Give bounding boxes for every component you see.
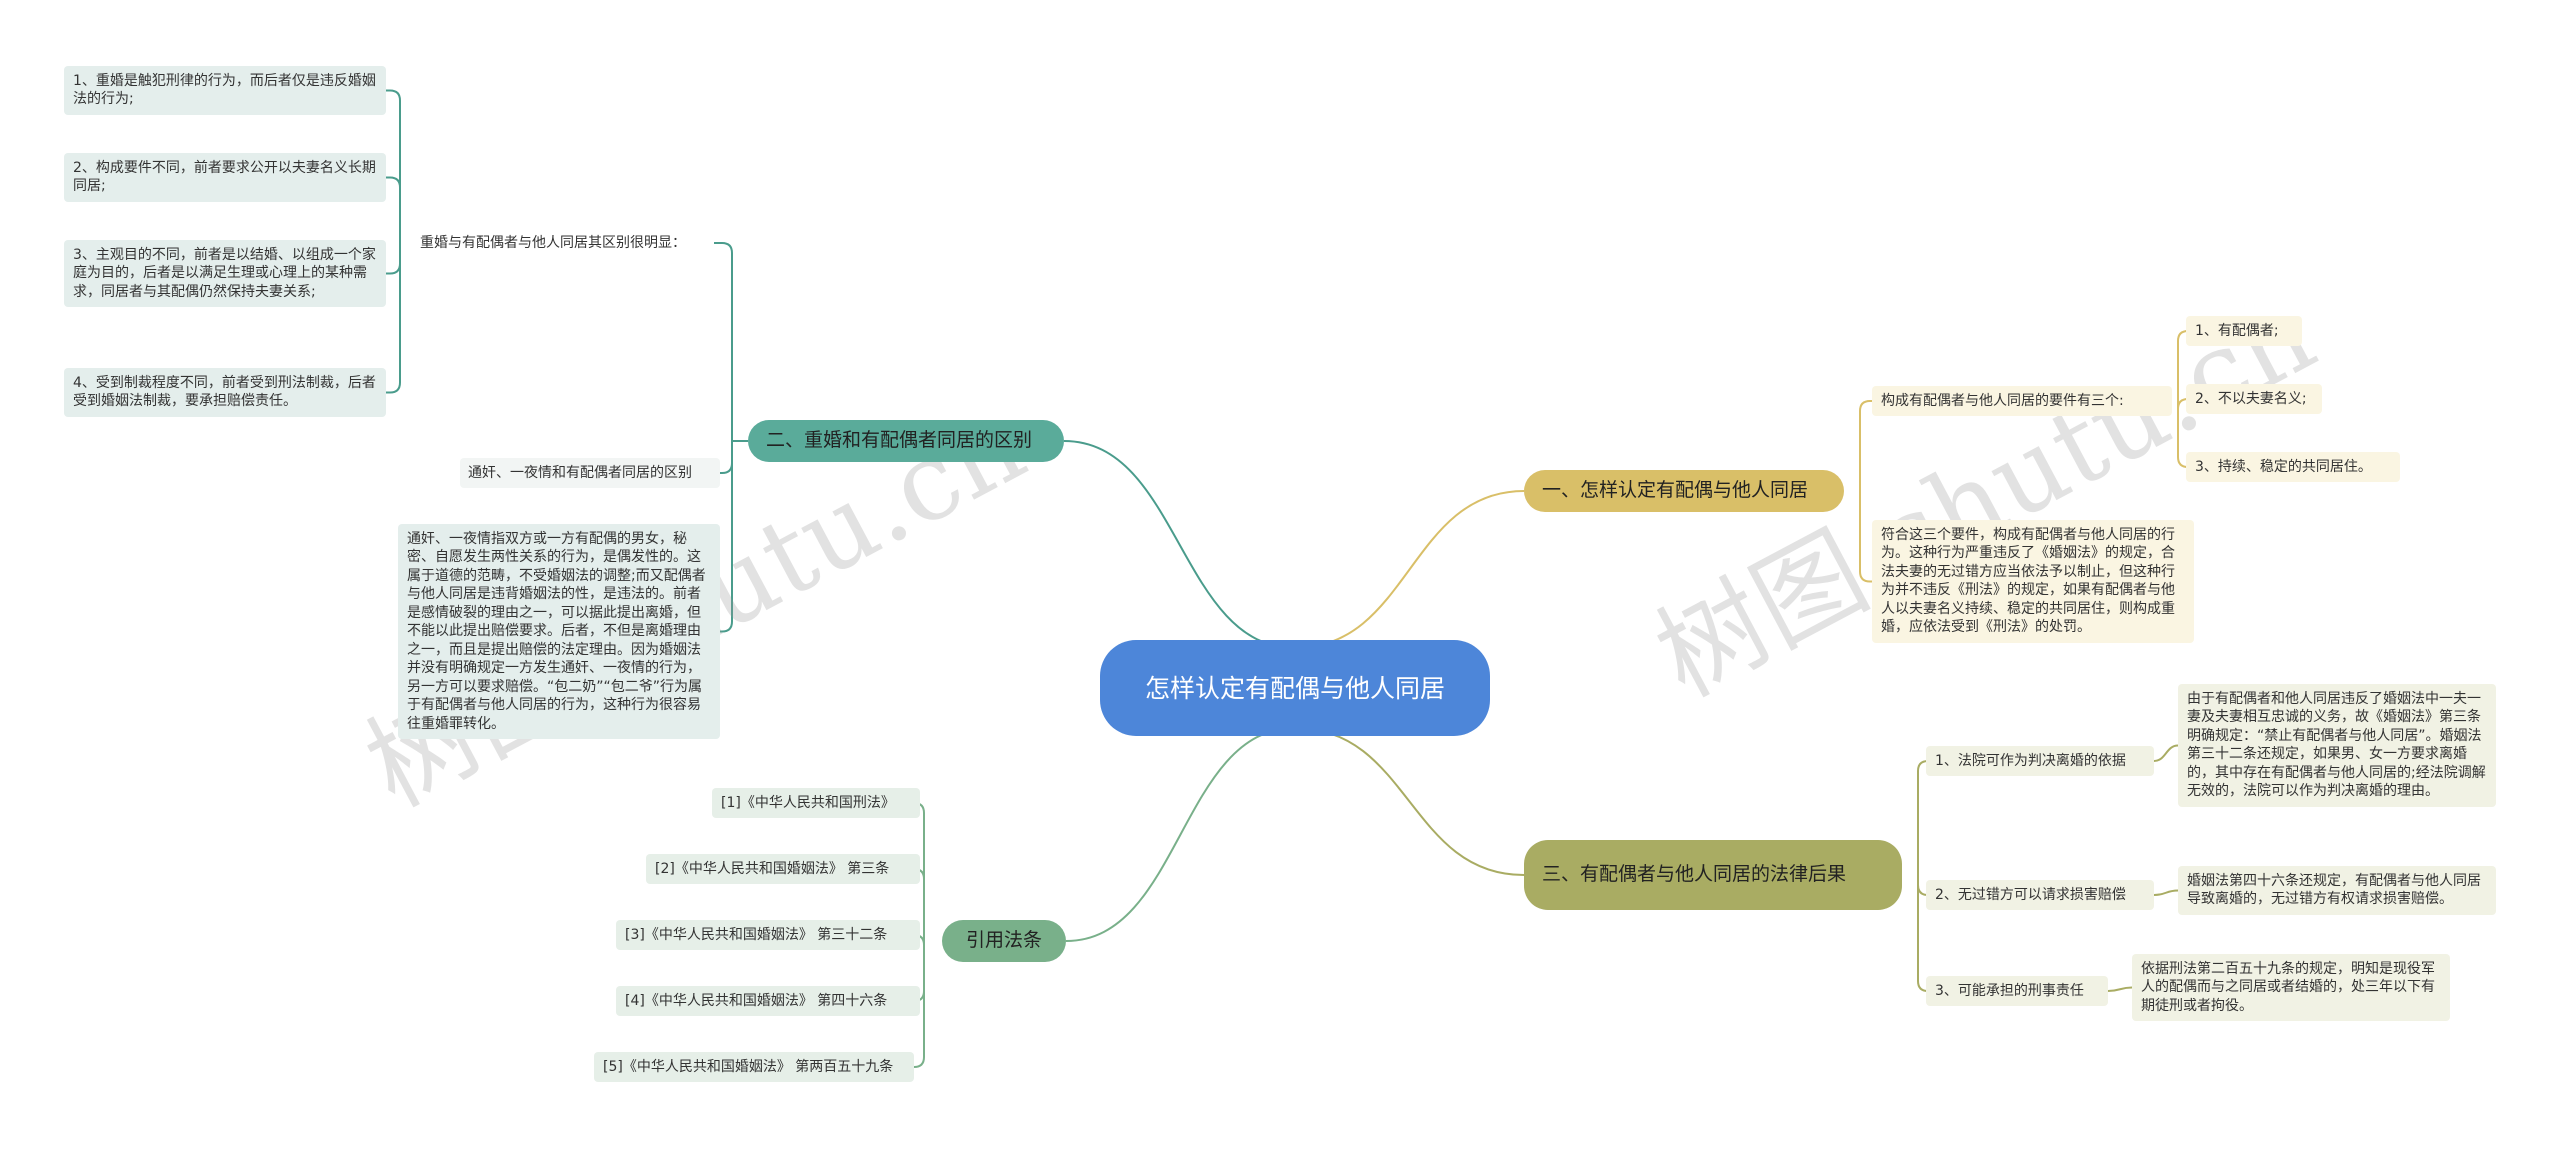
b3-item-2-detail[interactable]: 婚姻法第四十六条还规定，有配偶者与他人同居导致离婚的，无过错方有权请求损害赔偿。 bbox=[2178, 866, 2496, 915]
branch-2-title[interactable]: 二、重婚和有配偶者同居的区别 bbox=[748, 420, 1064, 462]
link-root-b4 bbox=[1065, 727, 1296, 942]
link-b2-items-1 bbox=[386, 176, 401, 243]
b4-item-4[interactable]: [4]《中华人民共和国婚姻法》 第四十六条 bbox=[616, 986, 920, 1017]
branch-1-title[interactable]: 一、怎样认定有配偶与他人同居 bbox=[1524, 470, 1844, 512]
b3-item-1-detail[interactable]: 由于有配偶者和他人同居违反了婚姻法中一夫一妻及夫妻相互忠诚的义务，故《婚姻法》第… bbox=[2178, 684, 2496, 807]
b2-item-3[interactable]: 3、主观目的不同，前者是以结婚、以组成一个家庭为目的，后者是以满足生理或心理上的… bbox=[64, 240, 386, 308]
link-b3-items-0 bbox=[1917, 760, 1929, 875]
link-b2-items-2 bbox=[386, 243, 401, 275]
link-b2-items-3 bbox=[386, 243, 401, 394]
b2-item-4[interactable]: 4、受到制裁程度不同，前者受到刑法制裁，后者受到婚姻法制裁，要承担赔偿责任。 bbox=[64, 368, 386, 417]
b2-sub2-detail[interactable]: 通奸、一夜情指双方或一方有配偶的男女，秘密、自愿发生两性关系的行为，是偶发性的。… bbox=[398, 524, 720, 740]
b2-sub2[interactable]: 通奸、一夜情和有配偶者同居的区别 bbox=[460, 458, 720, 489]
branch-4-title[interactable]: 引用法条 bbox=[942, 920, 1066, 962]
b4-item-3[interactable]: [3]《中华人民共和国婚姻法》 第三十二条 bbox=[616, 920, 920, 951]
link-b2-items-0 bbox=[386, 89, 401, 243]
b4-item-1[interactable]: [1]《中华人民共和国刑法》 bbox=[712, 788, 920, 819]
branch-3-title[interactable]: 三、有配偶者与他人同居的法律后果 bbox=[1524, 840, 1902, 910]
b1-sub2[interactable]: 符合这三个要件，构成有配偶者与他人同居的行为。这种行为严重违反了《婚姻法》的规定… bbox=[1872, 520, 2194, 643]
link-b3-detail-2 bbox=[2153, 889, 2179, 896]
link-root-b3 bbox=[1294, 727, 1525, 876]
link-b1-children-0 bbox=[1859, 400, 1872, 491]
link-b3-detail-3 bbox=[2107, 986, 2133, 992]
root-node[interactable]: 怎样认定有配偶与他人同居 bbox=[1100, 640, 1490, 736]
link-b1-children-1 bbox=[1859, 491, 1872, 583]
b1-item-2[interactable]: 2、不以夫妻名义; bbox=[2186, 384, 2322, 415]
link-root-b2 bbox=[1063, 440, 1296, 649]
link-b2-children-1 bbox=[720, 441, 733, 474]
link-b3-detail-1 bbox=[2153, 744, 2179, 762]
b2-item-1[interactable]: 1、重婚是触犯刑律的行为，而后者仅是违反婚姻法的行为; bbox=[64, 66, 386, 115]
link-b2-children-0 bbox=[714, 242, 733, 441]
b1-sub1[interactable]: 构成有配偶者与他人同居的要件有三个: bbox=[1872, 386, 2172, 417]
b4-item-5[interactable]: [5]《中华人民共和国婚姻法》 第两百五十九条 bbox=[594, 1052, 914, 1083]
b2-sub1[interactable]: 重婚与有配偶者与他人同居其区别很明显： bbox=[420, 235, 686, 251]
b4-item-2[interactable]: [2]《中华人民共和国婚姻法》 第三条 bbox=[646, 854, 920, 885]
b3-item-3-label[interactable]: 3、可能承担的刑事责任 bbox=[1926, 976, 2108, 1007]
link-b2-children-2 bbox=[720, 441, 733, 633]
b3-item-1-label[interactable]: 1、法院可作为判决离婚的依据 bbox=[1926, 746, 2154, 777]
b1-item-3[interactable]: 3、持续、稳定的共同居住。 bbox=[2186, 452, 2400, 483]
b2-item-2[interactable]: 2、构成要件不同，前者要求公开以夫妻名义长期同居; bbox=[64, 153, 386, 202]
b3-item-3-detail[interactable]: 依据刑法第二百五十九条的规定，明知是现役军人的配偶而与之同居或者结婚的，处三年以… bbox=[2132, 954, 2450, 1022]
link-root-b1 bbox=[1294, 490, 1525, 649]
link-b4-items-4 bbox=[913, 941, 925, 1068]
b3-item-2-label[interactable]: 2、无过错方可以请求损害赔偿 bbox=[1926, 880, 2154, 911]
b1-item-1[interactable]: 1、有配偶者; bbox=[2186, 316, 2302, 347]
